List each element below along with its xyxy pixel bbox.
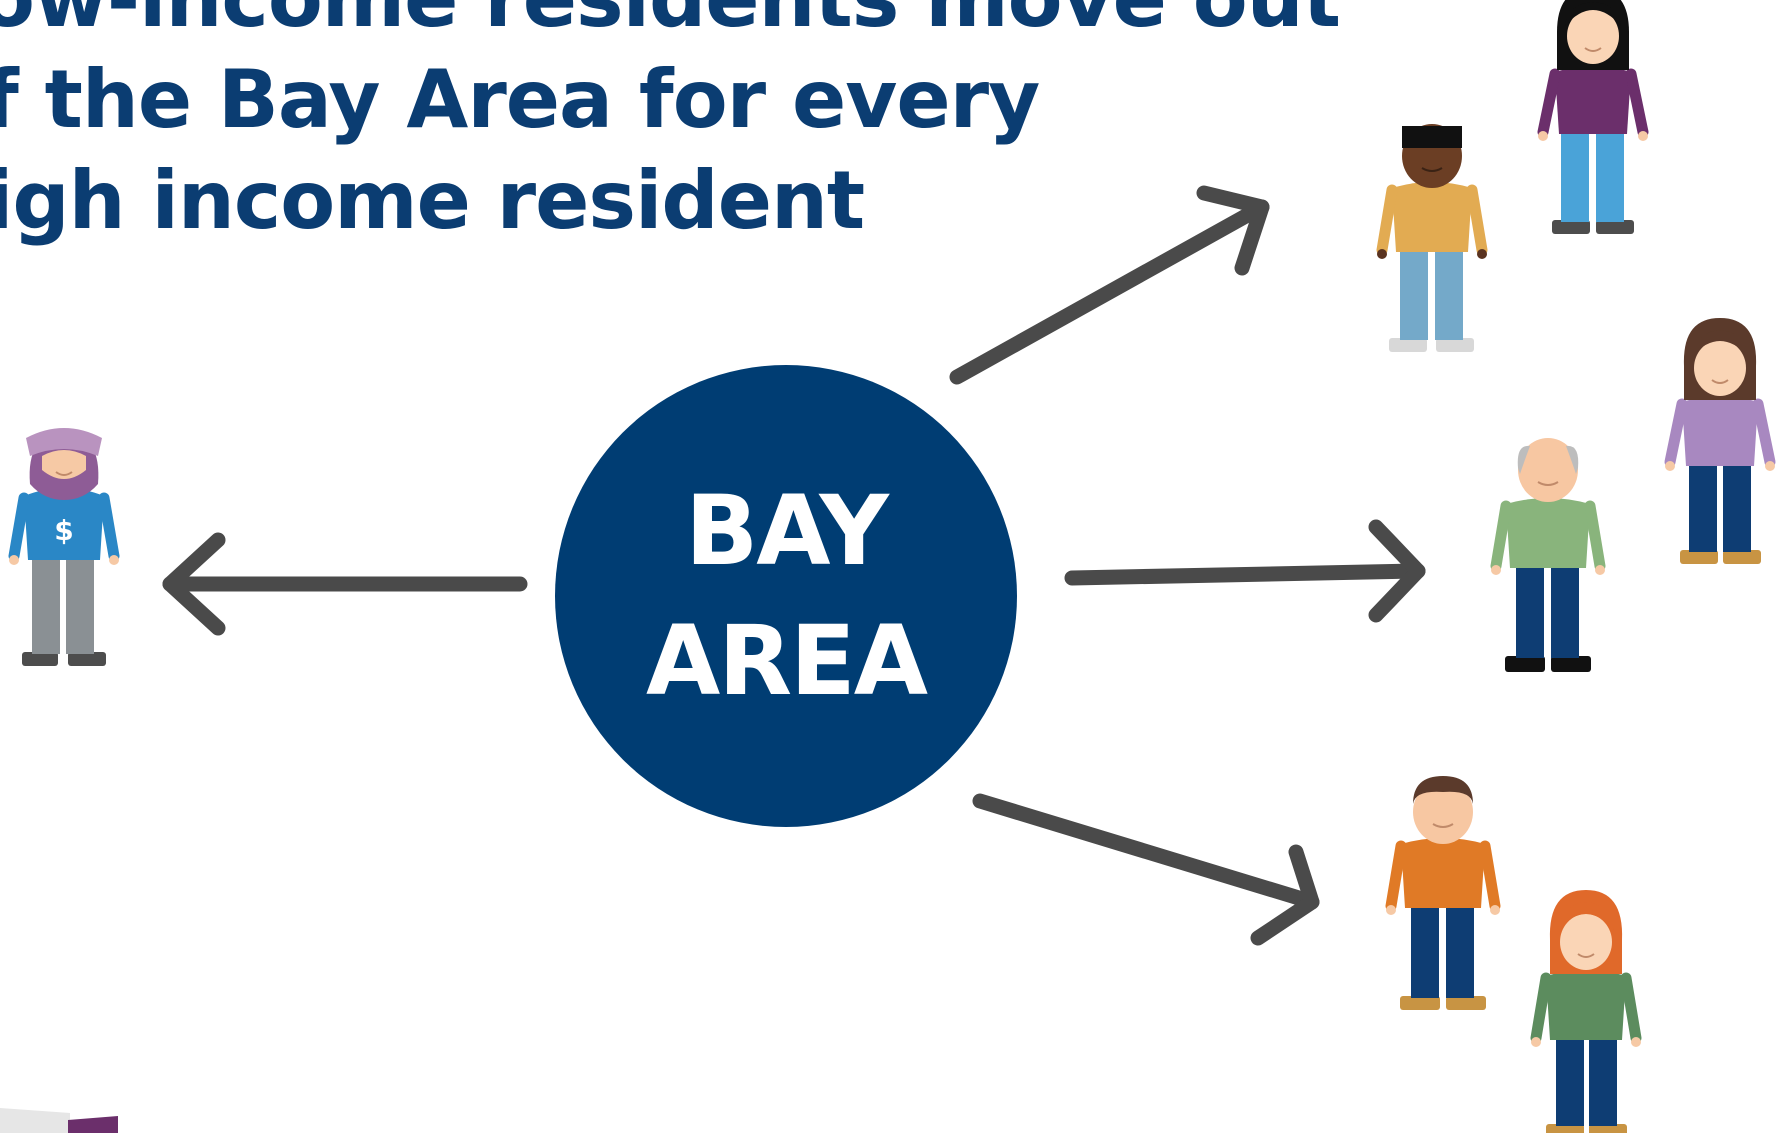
person-elderly-green-icon xyxy=(1490,438,1606,672)
decorative-corner-shapes xyxy=(0,1108,118,1133)
arrow-down-right xyxy=(972,793,1320,946)
headline-line-3: high income resident xyxy=(0,154,865,247)
arrow-left xyxy=(162,532,528,636)
headline: Low-income residents move out of the Bay… xyxy=(0,0,1341,251)
person-hijab-icon: $ xyxy=(8,428,120,666)
person-woman-green-icon xyxy=(1530,890,1642,1133)
headline-line-1: Low-income residents move out xyxy=(0,0,1341,49)
person-man-orange-icon xyxy=(1385,776,1501,1010)
person-man-yellow-icon xyxy=(1376,124,1488,352)
bay-area-circle: BAY AREA xyxy=(555,365,1017,827)
arrow-up-right xyxy=(949,185,1270,385)
headline-line-2: of the Bay Area for every xyxy=(0,53,1040,146)
hub-label-line-2: AREA xyxy=(645,605,928,717)
arrow-right xyxy=(1064,519,1426,623)
person-woman-lavender-icon xyxy=(1664,318,1776,564)
person-woman-purple-icon xyxy=(1537,0,1649,234)
hub-label-line-1: BAY xyxy=(685,475,889,587)
svg-text:$: $ xyxy=(54,514,73,547)
